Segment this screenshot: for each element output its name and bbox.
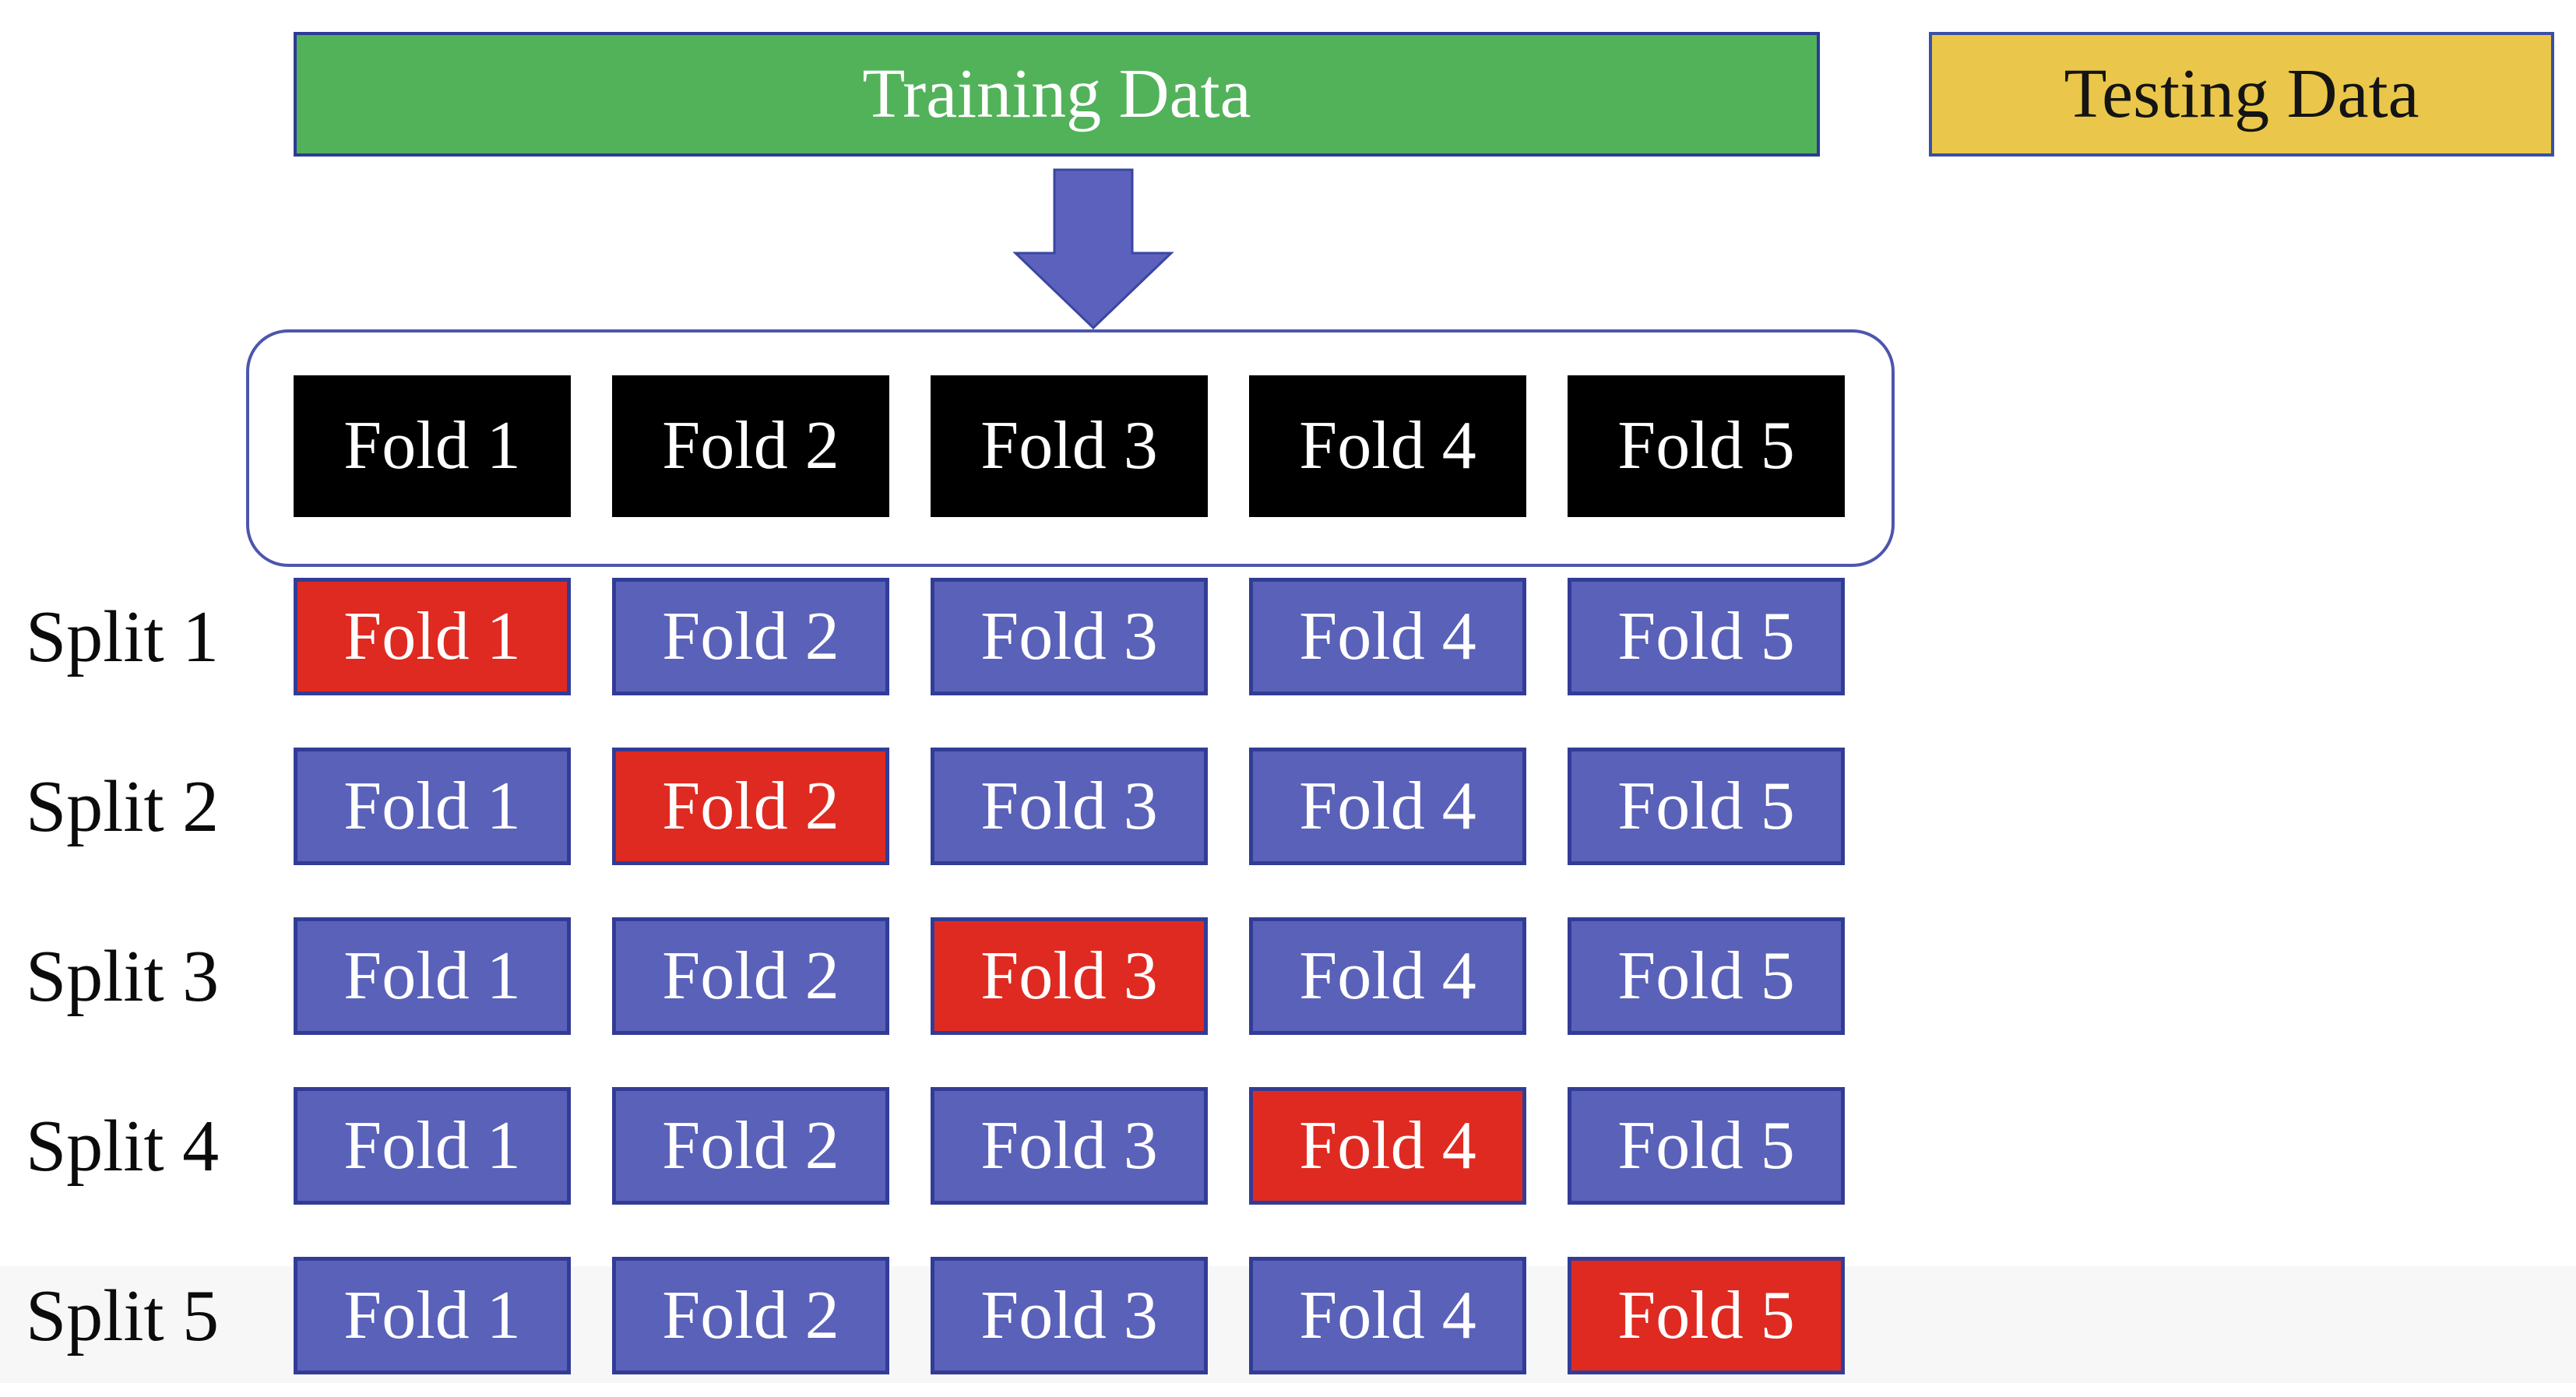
pool-fold-1-label: Fold 1 xyxy=(343,408,521,484)
cell-label: Fold 4 xyxy=(1299,938,1476,1014)
cell-label: Fold 3 xyxy=(980,1107,1158,1184)
pool-fold-4: Fold 4 xyxy=(1249,375,1526,517)
split-5-fold-5-cell: Fold 5 xyxy=(1568,1257,1845,1374)
split-4-fold-3-cell: Fold 3 xyxy=(931,1087,1208,1205)
cell-label: Fold 4 xyxy=(1299,768,1476,844)
cell-label: Fold 1 xyxy=(343,1107,521,1184)
cell-label: Fold 2 xyxy=(662,768,839,844)
split-1-fold-4-cell: Fold 4 xyxy=(1249,578,1526,695)
cell-label: Fold 4 xyxy=(1299,1277,1476,1353)
training-data-label: Training Data xyxy=(862,55,1251,132)
split-row-1: Split 1 Fold 1 Fold 2 Fold 3 Fold 4 Fold… xyxy=(0,578,2576,695)
cell-label: Fold 2 xyxy=(662,938,839,1014)
split-3-label: Split 3 xyxy=(26,935,220,1017)
split-5-fold-1-cell: Fold 1 xyxy=(294,1257,571,1374)
cell-label: Fold 1 xyxy=(343,1277,521,1353)
pool-fold-5: Fold 5 xyxy=(1568,375,1845,517)
cell-label: Fold 5 xyxy=(1617,598,1795,674)
split-4-fold-1-cell: Fold 1 xyxy=(294,1087,571,1205)
split-2-fold-4-cell: Fold 4 xyxy=(1249,748,1526,865)
split-2-fold-3-cell: Fold 3 xyxy=(931,748,1208,865)
cell-label: Fold 2 xyxy=(662,1277,839,1353)
split-row-3: Split 3 Fold 1 Fold 2 Fold 3 Fold 4 Fold… xyxy=(0,917,2576,1035)
split-4-fold-5-cell: Fold 5 xyxy=(1568,1087,1845,1205)
split-3-fold-3-cell: Fold 3 xyxy=(931,917,1208,1035)
training-data-box: Training Data xyxy=(294,32,1820,157)
split-2-label: Split 2 xyxy=(26,765,220,847)
split-row-4: Split 4 Fold 1 Fold 2 Fold 3 Fold 4 Fold… xyxy=(0,1087,2576,1205)
split-1-fold-3-cell: Fold 3 xyxy=(931,578,1208,695)
cell-label: Fold 3 xyxy=(980,1277,1158,1353)
cell-label: Fold 2 xyxy=(662,1107,839,1184)
cell-label: Fold 1 xyxy=(343,598,521,674)
split-1-fold-1-cell: Fold 1 xyxy=(294,578,571,695)
pool-fold-2-label: Fold 2 xyxy=(662,408,839,484)
split-3-fold-4-cell: Fold 4 xyxy=(1249,917,1526,1035)
split-5-fold-4-cell: Fold 4 xyxy=(1249,1257,1526,1374)
split-row-2: Split 2 Fold 1 Fold 2 Fold 3 Fold 4 Fold… xyxy=(0,748,2576,865)
split-3-fold-2-cell: Fold 2 xyxy=(612,917,889,1035)
split-4-fold-4-cell: Fold 4 xyxy=(1249,1087,1526,1205)
down-arrow-icon xyxy=(1012,168,1174,330)
pool-fold-2: Fold 2 xyxy=(612,375,889,517)
pool-fold-5-label: Fold 5 xyxy=(1617,408,1795,484)
split-5-fold-2-cell: Fold 2 xyxy=(612,1257,889,1374)
split-5-label: Split 5 xyxy=(26,1275,220,1357)
split-1-fold-2-cell: Fold 2 xyxy=(612,578,889,695)
pool-fold-1: Fold 1 xyxy=(294,375,571,517)
split-2-fold-1-cell: Fold 1 xyxy=(294,748,571,865)
cell-label: Fold 3 xyxy=(980,768,1158,844)
cell-label: Fold 4 xyxy=(1299,598,1476,674)
cell-label: Fold 1 xyxy=(343,938,521,1014)
split-5-fold-3-cell: Fold 3 xyxy=(931,1257,1208,1374)
pool-fold-3: Fold 3 xyxy=(931,375,1208,517)
cell-label: Fold 3 xyxy=(980,598,1158,674)
split-4-fold-2-cell: Fold 2 xyxy=(612,1087,889,1205)
split-row-5: Split 5 Fold 1 Fold 2 Fold 3 Fold 4 Fold… xyxy=(0,1257,2576,1374)
cell-label: Fold 5 xyxy=(1617,938,1795,1014)
split-3-fold-5-cell: Fold 5 xyxy=(1568,917,1845,1035)
split-4-label: Split 4 xyxy=(26,1105,220,1187)
pool-fold-3-label: Fold 3 xyxy=(980,408,1158,484)
cell-label: Fold 5 xyxy=(1617,768,1795,844)
split-1-label: Split 1 xyxy=(26,596,220,677)
split-3-fold-1-cell: Fold 1 xyxy=(294,917,571,1035)
testing-data-box: Testing Data xyxy=(1929,32,2554,157)
cell-label: Fold 2 xyxy=(662,598,839,674)
split-2-fold-2-cell: Fold 2 xyxy=(612,748,889,865)
split-2-fold-5-cell: Fold 5 xyxy=(1568,748,1845,865)
pool-fold-4-label: Fold 4 xyxy=(1299,408,1476,484)
cell-label: Fold 5 xyxy=(1617,1107,1795,1184)
cell-label: Fold 1 xyxy=(343,768,521,844)
cell-label: Fold 4 xyxy=(1299,1107,1476,1184)
split-1-fold-5-cell: Fold 5 xyxy=(1568,578,1845,695)
cell-label: Fold 3 xyxy=(980,938,1158,1014)
cell-label: Fold 5 xyxy=(1617,1277,1795,1353)
testing-data-label: Testing Data xyxy=(2064,55,2419,132)
